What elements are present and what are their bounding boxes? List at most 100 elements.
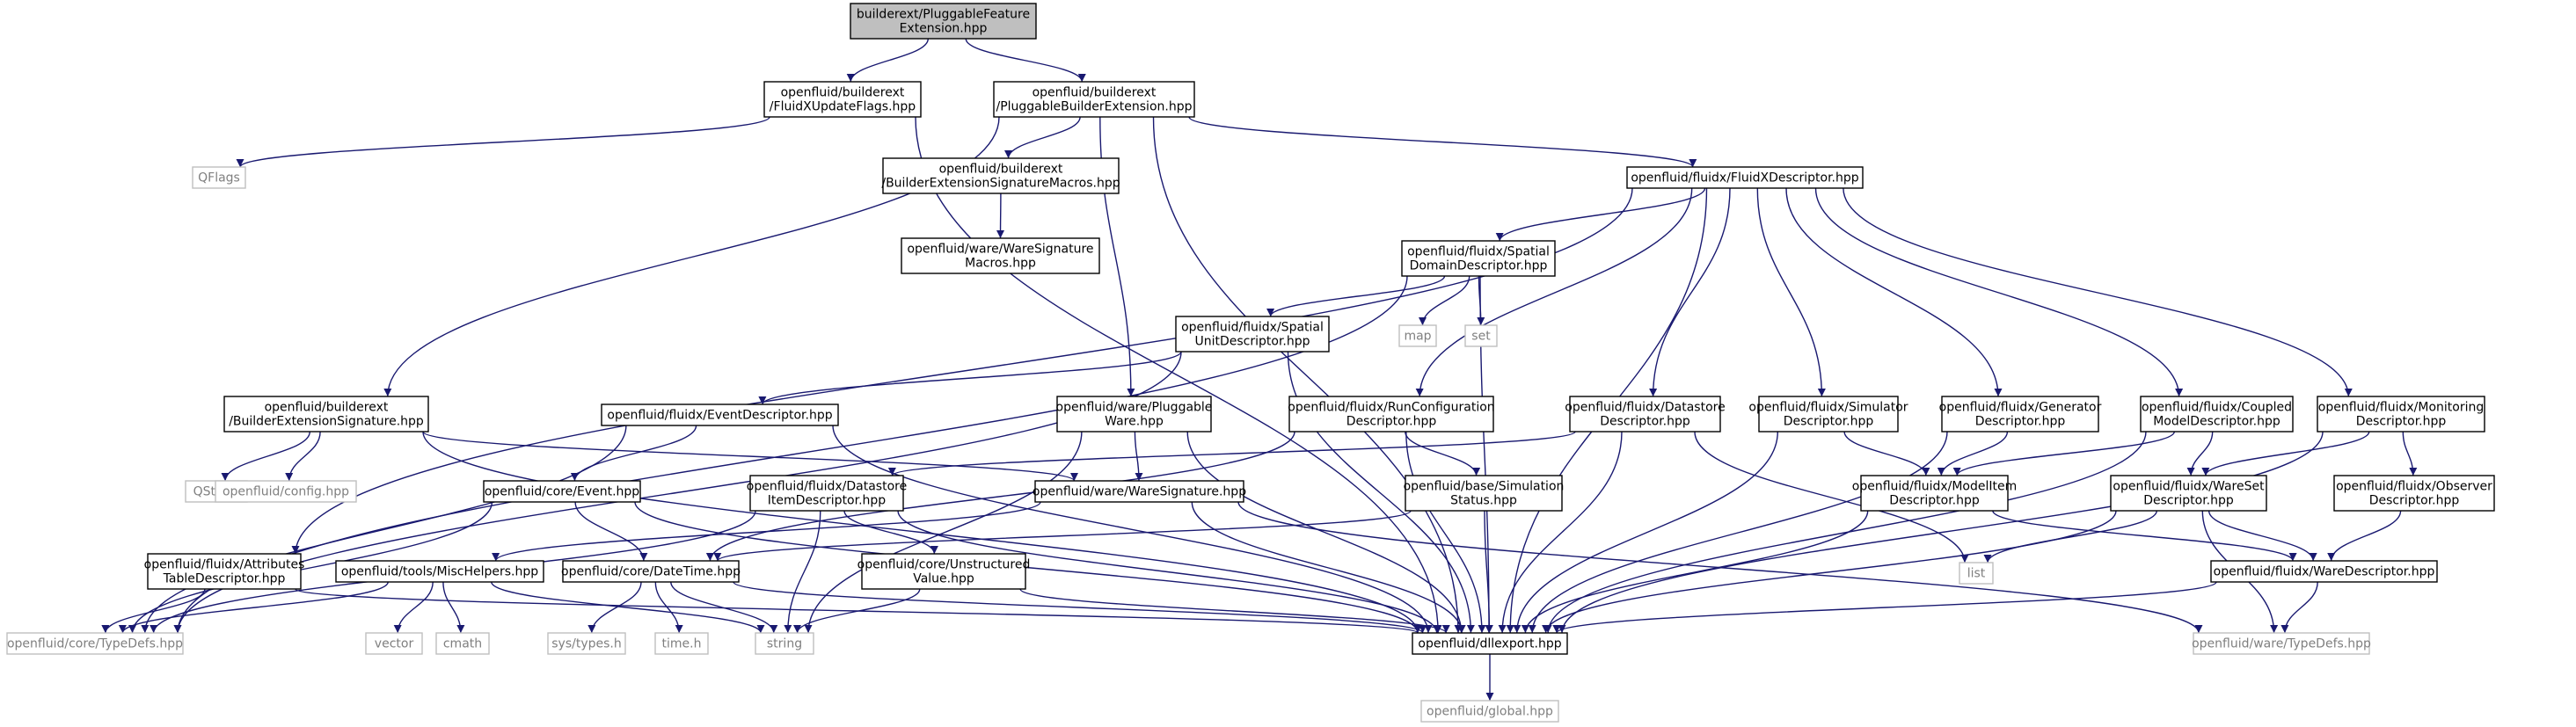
edge-line: [758, 351, 1182, 405]
node-box: [861, 553, 1026, 590]
node-fluidx-descriptor[interactable]: openfluid/fluidx/FluidXDescriptor.hpp: [1626, 166, 1864, 189]
node-label-line: Macros.hpp: [965, 257, 1036, 271]
node-monitoring-desc[interactable]: openfluid/fluidx/MonitoringDescriptor.hp…: [2317, 396, 2485, 433]
edge-line: [2327, 510, 2402, 562]
node-box: [1398, 324, 1437, 347]
node-box: [1941, 396, 2099, 433]
node-builder-ext-sig-macros[interactable]: openfluid/builderext/BuilderExtensionSig…: [881, 157, 1120, 194]
edge-pluggable_builder_ext-to-dllexport: [1152, 116, 1463, 634]
node-ware-typedefs: openfluid/ware/TypeDefs.hpp: [2192, 632, 2371, 655]
edge-fluidx_descriptor-to-simulator_desc: [1756, 187, 1826, 397]
node-event-hpp[interactable]: openfluid/core/Event.hpp: [483, 480, 641, 503]
node-label-line: Descriptor.hpp: [2143, 494, 2234, 508]
edge-misc_helpers-to-vector: [393, 581, 434, 634]
edge-model_item_desc-to-dllexport: [1521, 510, 1869, 634]
node-map: map: [1398, 324, 1437, 347]
node-label-line: openfluid/core/Event.hpp: [485, 485, 639, 499]
edge-line: [285, 431, 321, 482]
node-string: string: [755, 632, 814, 655]
node-misc-helpers[interactable]: openfluid/tools/MiscHelpers.hpp: [335, 560, 544, 583]
node-label-line: Value.hpp: [913, 572, 974, 586]
node-label-line: ModelDescriptor.hpp: [2153, 415, 2280, 429]
node-ware-signature[interactable]: openfluid/ware/WareSignature.hpp: [1033, 480, 1246, 503]
node-label-line: /PluggableBuilderExtension.hpp: [996, 100, 1192, 114]
node-box: [901, 237, 1100, 274]
node-fluidx-update-flags[interactable]: openfluid/builderext/FluidXUpdateFlags.h…: [763, 81, 922, 118]
node-core-typedefs: openfluid/core/TypeDefs.hpp: [6, 632, 184, 655]
edge-line: [1484, 510, 1493, 634]
edge-line: [442, 581, 465, 634]
edge-line: [1983, 510, 2157, 563]
edge-event_hpp-to-datetime: [574, 501, 648, 562]
edge-monitoring_desc-to-observer_desc: [2402, 431, 2418, 476]
edge-unstructured_value-to-dllexport: [1019, 588, 1450, 634]
edge-line: [2207, 510, 2317, 562]
edge-fluidx_descriptor-to-run_config_desc: [1415, 187, 1693, 397]
node-label-line: openfluid/fluidx/FluidXDescriptor.hpp: [1631, 171, 1858, 185]
node-datastore-item-desc[interactable]: openfluid/fluidx/DatastoreItemDescriptor…: [747, 475, 907, 512]
node-label-line: openfluid/dllexport.hpp: [1418, 637, 1561, 651]
edge-run_config_desc-to-simulation_status: [1405, 431, 1481, 476]
edge-line: [1495, 187, 1706, 242]
edge-ware_signature-to-dllexport: [1191, 501, 1466, 634]
edge-line: [1405, 431, 1486, 634]
edge-line: [654, 581, 683, 634]
node-box: [1175, 316, 1330, 353]
node-label-line: openfluid/fluidx/Attributes: [144, 558, 305, 572]
node-vector: vector: [365, 632, 423, 655]
edge-line: [793, 588, 921, 634]
node-attributes-table-desc[interactable]: openfluid/fluidx/AttributesTableDescript…: [144, 553, 305, 590]
node-label-line: openfluid/fluidx/Coupled: [2142, 401, 2292, 415]
edge-wareset_desc-to-list: [1983, 510, 2157, 563]
edge-misc_helpers-to-core_typedefs: [119, 581, 389, 634]
edge-coupled_model_desc-to-wareset_desc: [2186, 431, 2214, 476]
node-box: [1959, 562, 1994, 585]
edge-pluggable_ware-to-string: [804, 431, 1083, 634]
node-pluggable-builder-ext[interactable]: openfluid/builderext/PluggableBuilderExt…: [993, 81, 1195, 118]
edge-line: [2280, 581, 2318, 634]
node-label-line: UnitDescriptor.hpp: [1194, 335, 1310, 349]
edge-run_config_desc-to-dllexport: [1405, 431, 1486, 634]
node-datetime[interactable]: openfluid/core/DateTime.hpp: [561, 560, 741, 583]
edge-wareset_desc-to-ware_descriptor: [2207, 510, 2317, 562]
node-ware-descriptor[interactable]: openfluid/fluidx/WareDescriptor.hpp: [2210, 560, 2438, 583]
node-builder-ext-sig[interactable]: openfluid/builderext/BuilderExtensionSig…: [223, 396, 429, 433]
node-label-line: /BuilderExtensionSignature.hpp: [229, 415, 424, 429]
node-label-line: Descriptor.hpp: [2369, 494, 2460, 508]
node-cmath: cmath: [435, 632, 490, 655]
edge-simulator_desc-to-model_item_desc: [1843, 431, 1930, 476]
node-spatial-domain-desc[interactable]: openfluid/fluidx/SpatialDomainDescriptor…: [1401, 240, 1556, 277]
edge-line: [1521, 510, 1869, 634]
node-label-line: openfluid/fluidx/EventDescriptor.hpp: [607, 409, 832, 423]
node-box: [850, 3, 1037, 40]
node-spatial-unit-desc[interactable]: openfluid/fluidx/SpatialUnitDescriptor.h…: [1175, 316, 1330, 353]
edge-simulation_status-to-dllexport: [1484, 510, 1493, 634]
node-box: [215, 480, 357, 503]
node-label-line: sys/types.h: [551, 637, 621, 651]
node-dllexport[interactable]: openfluid/dllexport.hpp: [1412, 632, 1568, 655]
node-event-desc[interactable]: openfluid/fluidx/EventDescriptor.hpp: [601, 403, 839, 426]
node-label-line: Descriptor.hpp: [1975, 415, 2066, 429]
node-run-config-desc[interactable]: openfluid/fluidx/RunConfigurationDescrip…: [1288, 396, 1495, 433]
node-label-line: openfluid/ware/Pluggable: [1056, 401, 1213, 415]
edge-builder_ext_sig-to-ware_signature: [422, 431, 1078, 482]
node-label-line: set: [1471, 330, 1491, 344]
edge-datastore_desc-to-dllexport: [1498, 431, 1623, 634]
edge-line: [1952, 431, 2175, 476]
node-label-line: cmath: [443, 637, 482, 651]
node-label-line: openfluid/fluidx/WareDescriptor.hpp: [2214, 565, 2435, 579]
node-box: [2210, 560, 2438, 583]
node-label-line: openfluid/builderext: [781, 86, 905, 100]
node-coupled-model-desc[interactable]: openfluid/fluidx/CoupledModelDescriptor.…: [2140, 396, 2294, 433]
